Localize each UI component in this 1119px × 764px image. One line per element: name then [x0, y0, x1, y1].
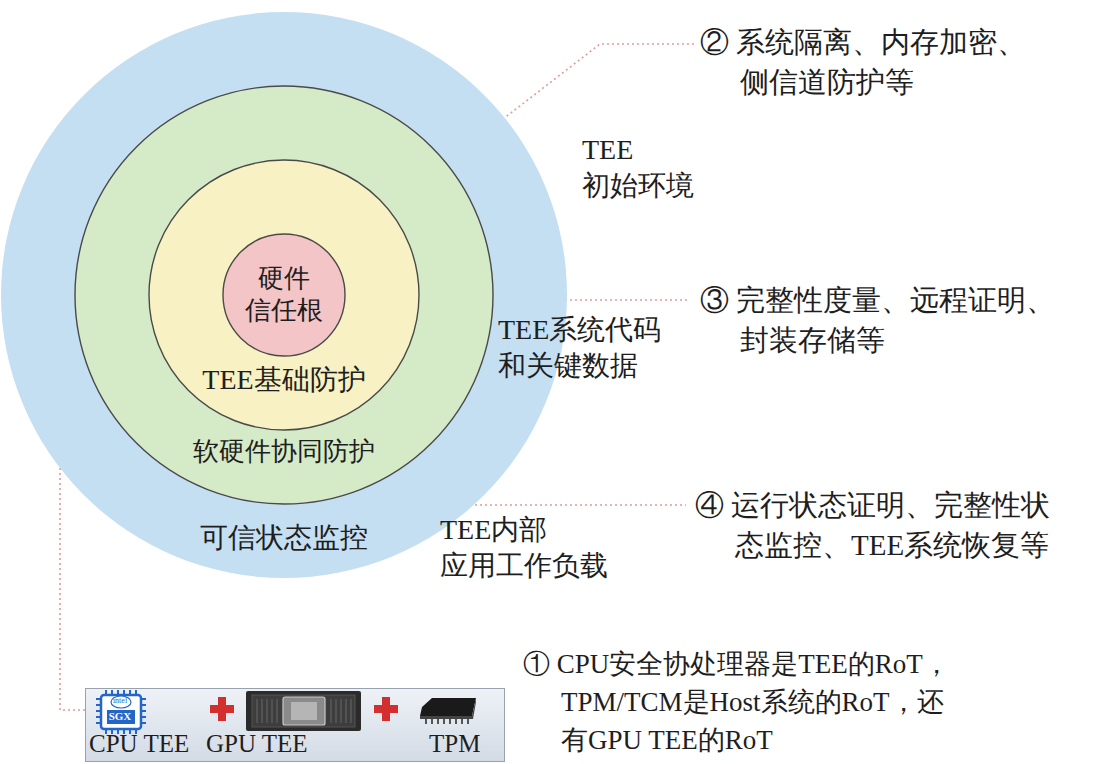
hardware-rot-box: CPU TEE GPU TEE TPM [85, 688, 505, 762]
region-label: TEE系统代码 和关键数据 [498, 312, 683, 384]
gpu-card-icon [246, 691, 361, 731]
cpu-chip-icon [96, 690, 146, 734]
plus-sign [210, 697, 234, 721]
callout-text: ① CPU安全协处理器是TEE的RoT， TPM/TCM是Host系统的RoT，… [523, 645, 1031, 759]
node-label: TPM [429, 729, 480, 759]
region-label: TEE 初始环境 [582, 132, 722, 204]
plus-sign [374, 697, 398, 721]
ring-shape [222, 233, 346, 357]
root-of-trust-core: 硬件 信任根 [222, 233, 346, 357]
node-label: 硬件 信任根 [239, 263, 329, 327]
outer-ring: 可信状态监控软硬件协同防护TEE基础防护硬件 信任根 [0, 11, 568, 579]
node-label: GPU TEE [206, 729, 308, 759]
middle-ring: 软硬件协同防护 TEE基础防护 硬件 信任根 [74, 85, 494, 505]
callout-text: ② 系统隔离、内存加密、 侧信道防护等 [700, 22, 1119, 102]
callout-text: ④ 运行状态证明、完整性状 态监控、TEE系统恢复等 [695, 485, 1119, 565]
region-label: TEE内部 应用工作负载 [440, 512, 650, 584]
node-label: CPU TEE [89, 729, 189, 759]
leader-line [445, 504, 686, 506]
node-label: 软硬件协同防护 [74, 436, 494, 468]
node-label: TEE基础防护 [148, 362, 420, 398]
inner-ring: TEE基础防护 硬件 信任根 [148, 159, 420, 431]
logo-text: SGX [106, 709, 134, 723]
logo-text: intel [110, 696, 130, 706]
callout-text: ③ 完整性度量、远程证明、 封装存储等 [700, 280, 1119, 360]
tpm-chip-icon [420, 698, 476, 724]
